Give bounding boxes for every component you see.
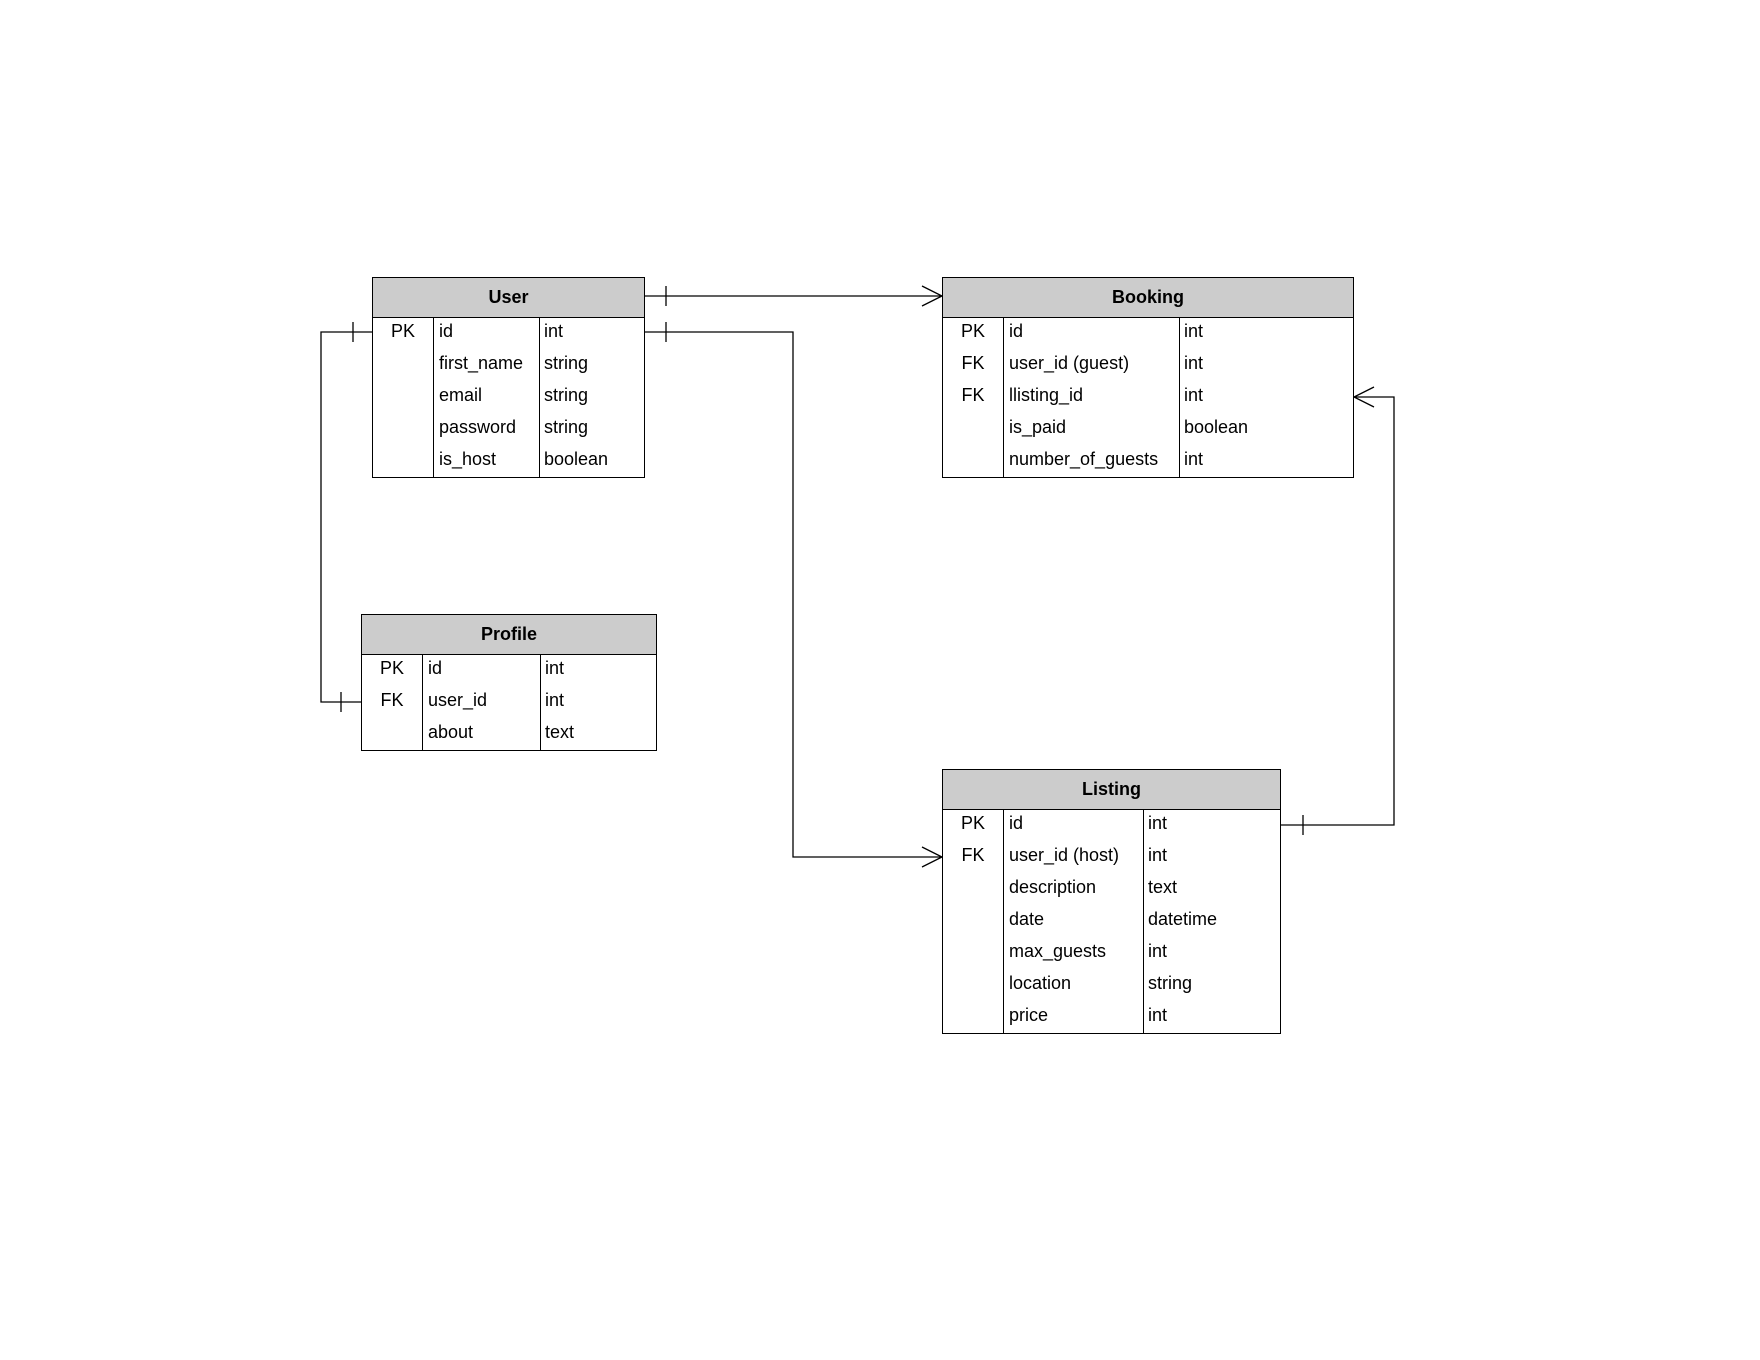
attribute-type: boolean <box>1184 417 1249 437</box>
attribute-row: description text <box>943 874 1280 906</box>
attribute-row: about text <box>362 719 656 751</box>
attribute-row: FK user_id (host) int <box>943 842 1280 874</box>
attribute-type: int <box>545 658 565 678</box>
many-marker-listing <box>921 846 944 868</box>
key-cell: PK <box>379 658 404 678</box>
attribute-name: date <box>1009 909 1045 929</box>
attribute-type: int <box>545 690 565 710</box>
entity-listing[interactable]: Listing PK id int FK user_id (host) int … <box>942 769 1281 1034</box>
attribute-type: datetime <box>1148 909 1218 929</box>
attribute-name: is_host <box>439 449 497 469</box>
entity-profile[interactable]: Profile PK id int FK user_id int about t… <box>361 614 657 751</box>
attribute-name: email <box>439 385 483 405</box>
entity-listing-title: Listing <box>943 770 1280 810</box>
entity-profile-title: Profile <box>362 615 656 655</box>
attribute-name: id <box>439 321 454 341</box>
attribute-type: int <box>1184 385 1204 405</box>
attribute-row: FK llisting_id int <box>943 382 1353 414</box>
attribute-name: user_id <box>428 690 488 710</box>
column-divider <box>540 655 541 750</box>
attribute-type: int <box>1148 845 1168 865</box>
column-divider <box>433 318 434 477</box>
attribute-row: date datetime <box>943 906 1280 938</box>
attribute-type: int <box>544 321 564 341</box>
attribute-row: PK id int <box>943 810 1280 842</box>
attribute-row: number_of_guests int <box>943 446 1353 478</box>
attribute-type: int <box>1184 449 1204 469</box>
attribute-row: PK id int <box>373 318 644 350</box>
attribute-name: number_of_guests <box>1009 449 1159 469</box>
attribute-type: boolean <box>544 449 609 469</box>
attribute-type: int <box>1184 353 1204 373</box>
entity-booking-title: Booking <box>943 278 1353 318</box>
attribute-type: int <box>1184 321 1204 341</box>
attribute-row: is_host boolean <box>373 446 644 478</box>
attribute-row: FK user_id (guest) int <box>943 350 1353 382</box>
entity-user[interactable]: User PK id int first_name string email s… <box>372 277 645 478</box>
attribute-name: id <box>428 658 443 678</box>
attribute-name: first_name <box>439 353 524 373</box>
attribute-row: first_name string <box>373 350 644 382</box>
attribute-type: string <box>544 417 589 437</box>
key-cell: FK <box>961 845 985 865</box>
attribute-type: string <box>544 353 589 373</box>
attribute-name: price <box>1009 1005 1049 1025</box>
attribute-name: user_id (guest) <box>1009 353 1130 373</box>
many-marker-booking <box>921 285 944 307</box>
key-cell: FK <box>961 353 985 373</box>
entity-booking[interactable]: Booking PK id int FK user_id (guest) int… <box>942 277 1354 478</box>
key-cell: FK <box>961 385 985 405</box>
attribute-row: price int <box>943 1002 1280 1034</box>
column-divider <box>1179 318 1180 477</box>
attribute-row: password string <box>373 414 644 446</box>
attribute-type: string <box>1148 973 1193 993</box>
attribute-type: text <box>545 722 575 742</box>
attribute-name: id <box>1009 813 1024 833</box>
attribute-type: int <box>1148 1005 1168 1025</box>
attribute-name: id <box>1009 321 1024 341</box>
key-cell: PK <box>960 321 985 341</box>
column-divider <box>1143 810 1144 1033</box>
attribute-name: max_guests <box>1009 941 1107 961</box>
attribute-name: about <box>428 722 474 742</box>
attribute-name: location <box>1009 973 1072 993</box>
entity-user-attributes: PK id int first_name string email string… <box>373 318 644 477</box>
entity-listing-attributes: PK id int FK user_id (host) int descript… <box>943 810 1280 1033</box>
attribute-name: description <box>1009 877 1097 897</box>
relationship-user-listing <box>645 322 944 868</box>
attribute-type: int <box>1148 813 1168 833</box>
attribute-type: int <box>1148 941 1168 961</box>
attribute-name: is_paid <box>1009 417 1067 437</box>
attribute-row: location string <box>943 970 1280 1002</box>
attribute-name: llisting_id <box>1009 385 1084 405</box>
key-cell: FK <box>380 690 404 710</box>
entity-booking-attributes: PK id int FK user_id (guest) int FK llis… <box>943 318 1353 477</box>
attribute-name: password <box>439 417 517 437</box>
entity-user-title: User <box>373 278 644 318</box>
column-divider <box>1003 810 1004 1033</box>
column-divider <box>539 318 540 477</box>
attribute-row: PK id int <box>943 318 1353 350</box>
attribute-name: user_id (host) <box>1009 845 1120 865</box>
key-cell: PK <box>390 321 415 341</box>
attribute-row: max_guests int <box>943 938 1280 970</box>
attribute-row: FK user_id int <box>362 687 656 719</box>
attribute-row: is_paid boolean <box>943 414 1353 446</box>
many-marker-booking <box>1352 386 1375 408</box>
relationship-user-booking <box>645 285 944 307</box>
attribute-row: email string <box>373 382 644 414</box>
entity-profile-attributes: PK id int FK user_id int about text <box>362 655 656 750</box>
attribute-type: text <box>1148 877 1178 897</box>
column-divider <box>1003 318 1004 477</box>
column-divider <box>422 655 423 750</box>
attribute-row: PK id int <box>362 655 656 687</box>
key-cell: PK <box>960 813 985 833</box>
attribute-type: string <box>544 385 589 405</box>
